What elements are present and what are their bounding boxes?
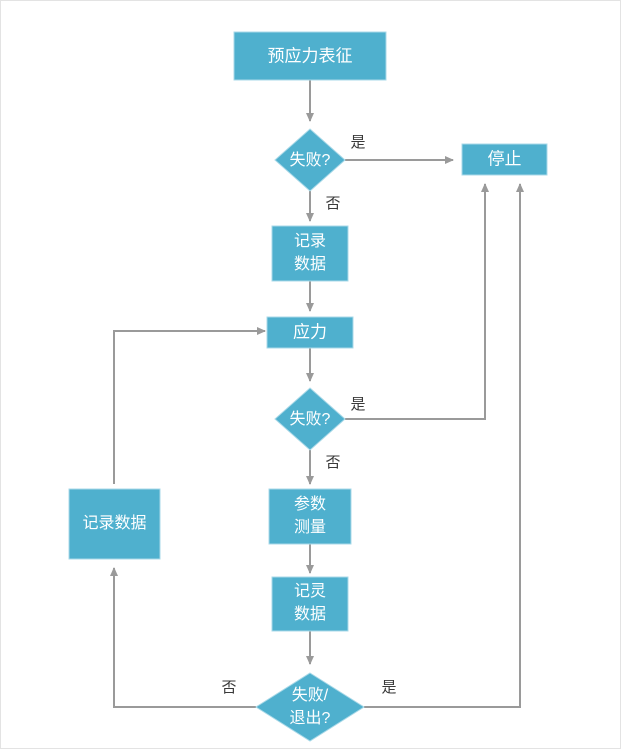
node-record1-label-line2: 数据 [294,255,326,273]
node-record1-shape [271,225,349,282]
connector-failexit-yes-to-stop [364,183,524,708]
node-record3[interactable]: 记录数据 [68,488,161,560]
node-failexit[interactable]: 失败/ 退出? [255,672,365,742]
node-fail1-shape [274,128,346,192]
connector-record3-to-stress [113,327,266,484]
edge-label-failexit-yes: 是 [381,679,396,696]
node-record2[interactable]: 记灵 数据 [271,576,349,632]
node-stress-shape [266,316,354,349]
connector-failexit-no-to-record3 [110,567,256,708]
node-record3-label: 记录数据 [82,514,146,532]
node-prestress-shape [233,31,387,81]
edge-label-failexit-no: 否 [221,679,236,696]
node-stress-label: 应力 [293,322,327,341]
node-fail2-label: 失败? [290,410,331,428]
node-record1[interactable]: 记录 数据 [271,225,349,282]
node-prestress[interactable]: 预应力表征 [233,31,387,81]
node-param-shape [268,488,352,545]
node-stress[interactable]: 应力 [266,316,354,349]
node-record2-label-line2: 数据 [294,605,326,623]
node-fail1[interactable]: 失败? [274,128,346,192]
node-param-label-line2: 测量 [294,518,326,536]
edge-label-fail2-no: 否 [325,454,340,471]
node-fail1-label: 失败? [290,151,331,169]
node-param[interactable]: 参数 测量 [268,488,352,545]
edge-label-layer: 是 否 是 否 否 是 [221,134,396,696]
node-fail2[interactable]: 失败? [274,387,346,451]
node-param-label-line1: 参数 [294,495,326,513]
node-failexit-shape [255,672,365,742]
connector-layer [110,80,524,708]
edge-label-fail1-yes: 是 [350,134,365,151]
node-stop[interactable]: 停止 [461,143,548,176]
node-record3-shape [68,488,161,560]
node-failexit-label-line2: 退出? [290,709,331,727]
node-stop-shape [461,143,548,176]
node-record2-shape [271,576,349,632]
node-failexit-label-line1: 失败/ [292,686,329,704]
node-fail2-shape [274,387,346,451]
edge-label-fail2-yes: 是 [350,396,365,413]
connector-fail2-yes-to-stop [345,183,489,420]
node-prestress-label: 预应力表征 [268,46,353,65]
node-record1-label-line1: 记录 [294,232,326,250]
node-stop-label: 停止 [488,149,522,168]
node-record2-label-line1: 记灵 [294,582,326,600]
edge-label-fail1-no: 否 [325,195,340,212]
